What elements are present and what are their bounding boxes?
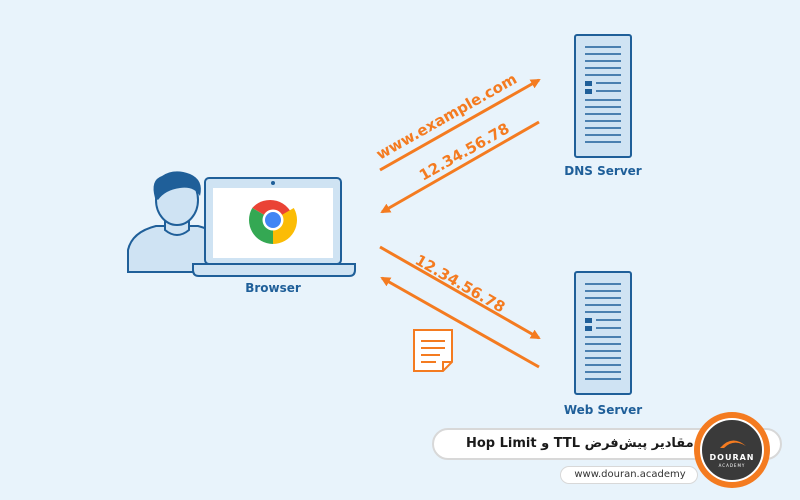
- url-bar: [560, 466, 698, 484]
- web-request-text: 12.34.56.78: [412, 251, 508, 317]
- dns-server-icon: [574, 34, 632, 158]
- logo-badge: [700, 418, 764, 482]
- browser-label: Browser: [245, 281, 301, 295]
- dns-server-label: DNS Server: [564, 164, 641, 178]
- dns-request-arrow: [379, 78, 541, 172]
- web-response-arrow: [380, 276, 540, 369]
- logo-icon: [720, 440, 746, 448]
- logo-name: DOURAN: [709, 453, 755, 462]
- web-server-icon: [574, 271, 632, 395]
- dns-response-arrow: [380, 120, 540, 214]
- dns-request-text: www.example.com: [373, 70, 520, 164]
- chrome-icon: [249, 199, 297, 244]
- logo-sub: ACADEMY: [718, 463, 746, 468]
- web-server-label: Web Server: [564, 403, 642, 417]
- website-url[interactable]: www.douran.academy: [574, 469, 686, 480]
- document-icon: [413, 329, 453, 372]
- user-icon: [127, 171, 227, 273]
- web-request-arrow: [379, 245, 541, 340]
- caption-title: مقادیر پیش‌فرض TTL و Hop Limit: [466, 436, 694, 451]
